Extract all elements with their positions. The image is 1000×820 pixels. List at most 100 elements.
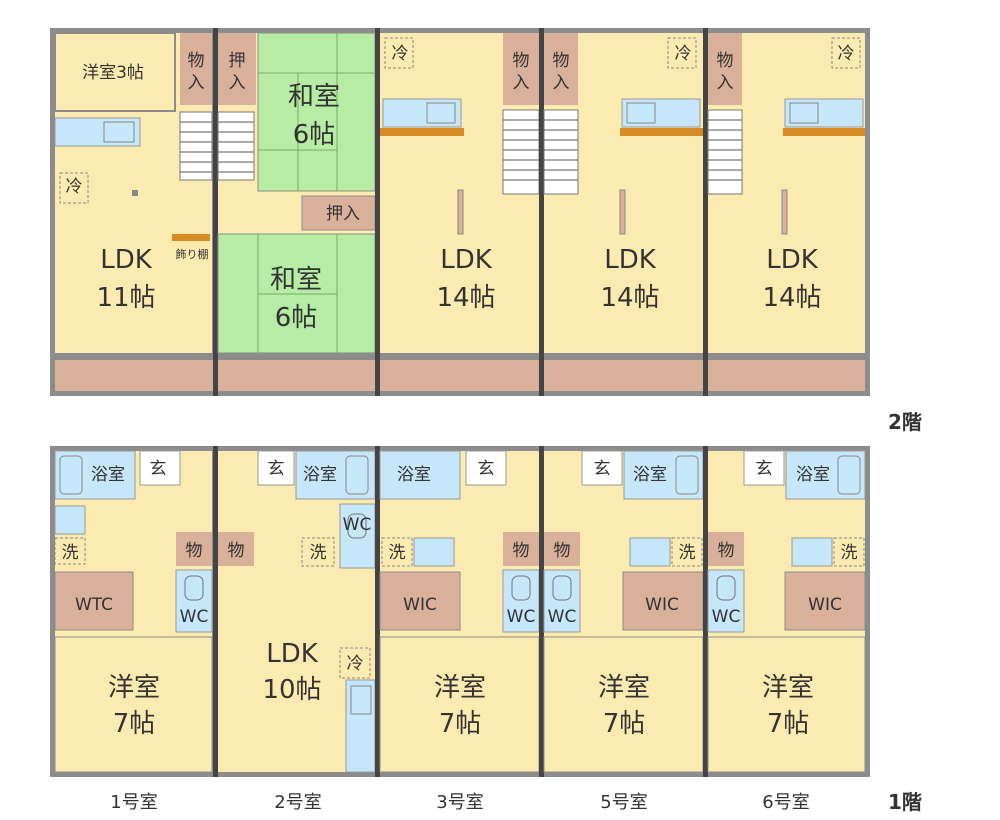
storage-label-1f-2: 物 — [228, 541, 245, 561]
unit1-1f — [54, 450, 213, 773]
toilet-room-5 — [543, 569, 581, 633]
wash-label-6: 洗 — [841, 543, 858, 563]
ldk-label: LDK — [100, 245, 153, 275]
entry-label-3: 玄 — [478, 459, 495, 479]
ldk-size-label: 11帖 — [96, 283, 155, 313]
fridge-space-1f — [339, 647, 371, 679]
storage-closet-1f-3 — [503, 532, 539, 566]
storage-label-u3: 物入 — [513, 51, 530, 93]
bathtub-icon — [59, 455, 83, 495]
storage-closet-u5 — [544, 33, 578, 105]
kitchen-counter-u5 — [621, 98, 701, 128]
room-label: 洋室 — [108, 673, 160, 703]
staircase-u6 — [707, 109, 743, 195]
washitsu-label: 和室 — [288, 82, 340, 112]
party-wall-4 — [703, 28, 708, 396]
toilet-room-6 — [707, 569, 745, 633]
room-size-label: 7帖 — [113, 709, 156, 739]
floor-label-1f: 1階 — [888, 790, 922, 814]
ldk-size-label-u5: 14帖 — [600, 283, 659, 313]
staircase-2 — [217, 111, 255, 181]
shelf-label: 飾り棚 — [176, 247, 209, 261]
sink-icon — [626, 102, 656, 124]
walk-in-closet-5 — [622, 571, 704, 631]
storage-closet — [180, 33, 212, 105]
entrance-5 — [581, 450, 623, 486]
counter-edge — [620, 128, 703, 136]
washer-space-5 — [671, 537, 703, 567]
western-room-7-u3 — [379, 636, 540, 773]
toilet-icon — [347, 513, 367, 539]
floor-label-2f: 2階 — [888, 410, 922, 434]
toilet-room-3 — [502, 569, 540, 633]
party-wall-1f-3 — [539, 446, 544, 777]
unit2-1f — [218, 450, 376, 773]
kitchen-counter — [54, 117, 141, 147]
fridge-label: 冷 — [66, 177, 83, 197]
washbasin — [54, 505, 86, 535]
washbasin-3 — [413, 537, 455, 567]
pillar-u6 — [781, 189, 788, 235]
room-label-6: 洋室 — [762, 673, 814, 703]
washer-space-2 — [301, 537, 335, 567]
first-floor: 浴室 玄 洗 物 WTC WC 洋室 7帖 玄 浴室 物 洗 WC LDK 10… — [50, 446, 870, 777]
ldk-label-u5: LDK — [604, 245, 657, 275]
bathtub-icon — [345, 455, 369, 495]
counter-edge — [783, 128, 865, 136]
bathroom-6 — [785, 450, 866, 500]
staircase — [179, 111, 213, 181]
bathtub-icon — [675, 455, 699, 495]
oshiire-closet-2 — [301, 195, 376, 231]
room-size-label-5: 7帖 — [603, 709, 646, 739]
toilet-room-2 — [339, 503, 376, 569]
wc-label-3: WC — [507, 607, 536, 627]
washer-space-3 — [381, 537, 413, 567]
unit2-2f — [217, 32, 376, 354]
western-room-7 — [54, 636, 213, 773]
unit5-1f — [543, 450, 704, 773]
unit1-2f — [54, 32, 213, 353]
wc-label-6: WC — [712, 607, 741, 627]
fridge-label-1f: 冷 — [347, 654, 364, 674]
washitsu-2-label: 和室 — [270, 265, 322, 295]
wash-label: 洗 — [62, 543, 79, 563]
entrance — [139, 450, 181, 486]
sink-icon — [426, 102, 456, 124]
fridge-space — [59, 172, 89, 204]
oshiire-label-2: 押入 — [326, 204, 360, 224]
fridge-space-u6 — [831, 37, 861, 69]
entry-label-5: 玄 — [594, 459, 611, 479]
fridge-label-u3: 冷 — [392, 44, 409, 64]
storage-closet-u3 — [503, 33, 539, 105]
bath-label-2: 浴室 — [303, 465, 337, 485]
unit3-1f — [379, 450, 540, 773]
closet-label-6: WIC — [808, 595, 842, 615]
party-wall-1f-1 — [213, 446, 218, 777]
fridge-space-u3 — [384, 37, 414, 69]
ldk-label-u3: LDK — [440, 245, 493, 275]
toilet-icon — [184, 575, 204, 601]
pillar — [132, 190, 138, 196]
bathroom-2 — [295, 450, 376, 500]
room-size-label-3: 7帖 — [439, 709, 482, 739]
sink-icon — [789, 102, 819, 124]
western-room-label: 洋室3帖 — [82, 63, 144, 83]
party-wall-3 — [539, 28, 544, 396]
storage-closet-1f-2 — [218, 532, 254, 566]
washbasin-5 — [629, 537, 671, 567]
oshiire-closet-1 — [218, 33, 256, 105]
bathtub-icon — [837, 455, 861, 495]
storage-closet-1f-6 — [708, 532, 744, 566]
storage-label-1f-6: 物 — [718, 541, 735, 561]
storage-label-u5: 物入 — [553, 51, 570, 93]
washitsu-1 — [257, 32, 376, 192]
wash-label-5: 洗 — [679, 543, 696, 563]
wc-label: WC — [180, 607, 209, 627]
storage-label-1f-5: 物 — [554, 541, 571, 561]
toilet-icon — [511, 575, 531, 601]
washitsu-size-label: 6帖 — [293, 120, 336, 150]
closet-label-5: WIC — [645, 595, 679, 615]
toilet-icon — [716, 575, 736, 601]
room-label-3: 洋室 — [434, 673, 486, 703]
